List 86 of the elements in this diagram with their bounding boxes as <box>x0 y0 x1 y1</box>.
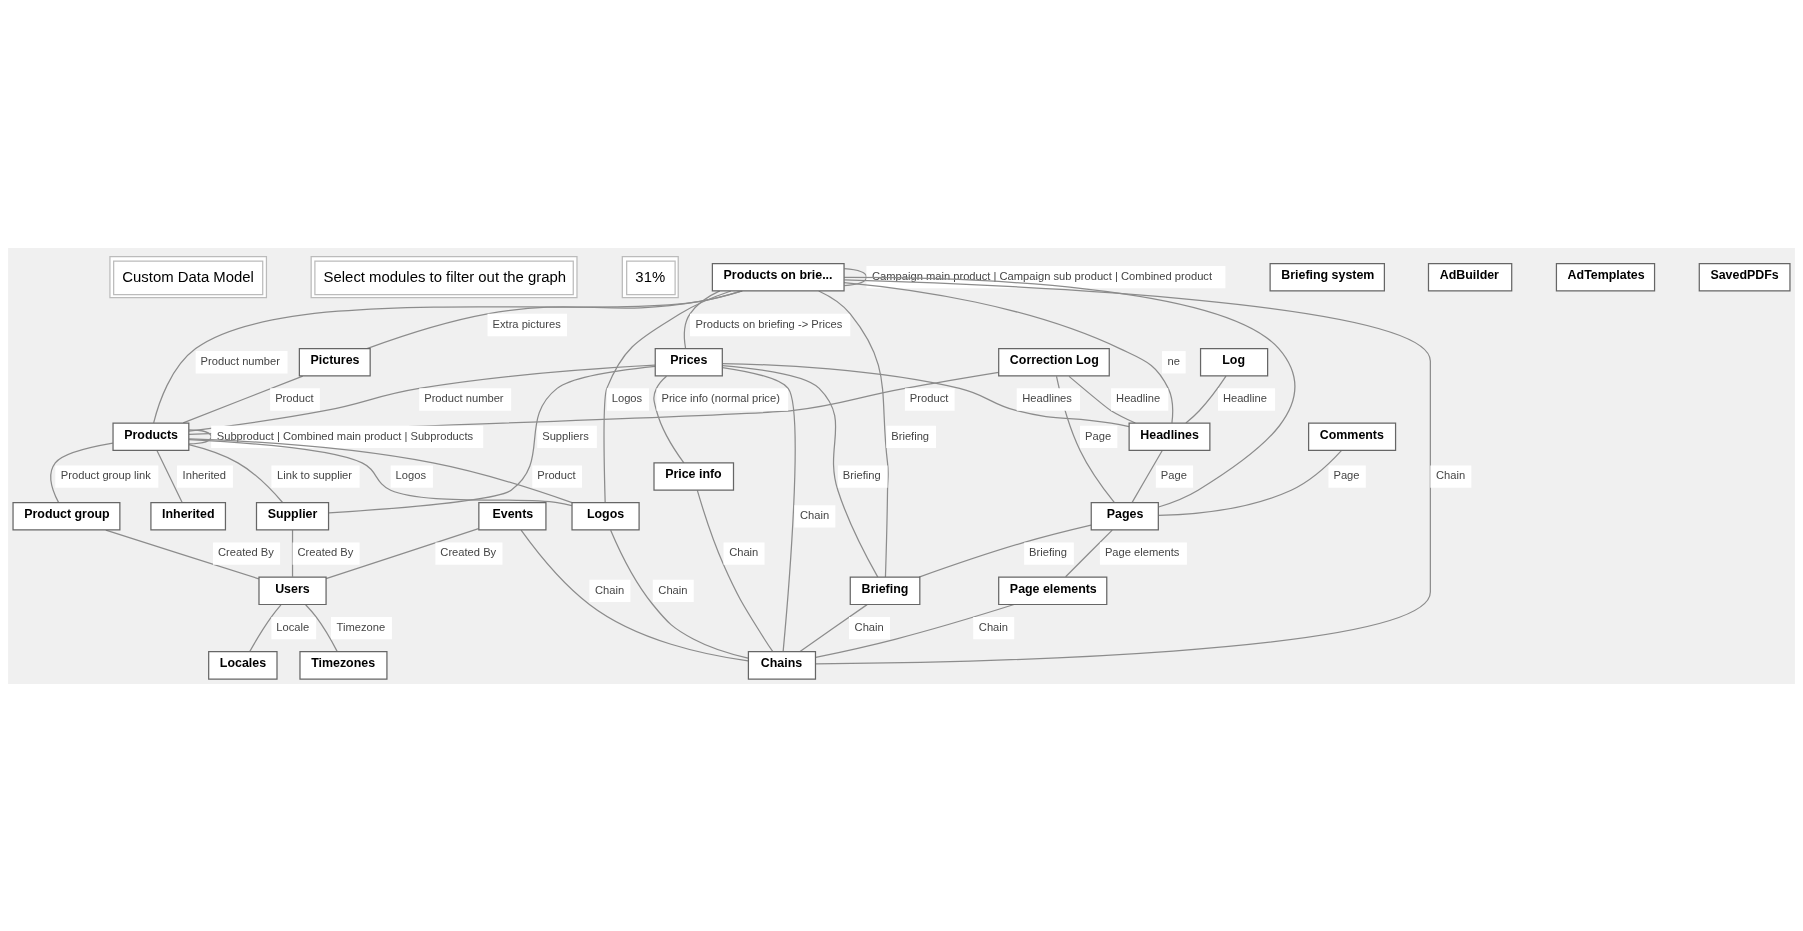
connector <box>291 529 294 577</box>
connector <box>325 527 480 579</box>
node-box: Price info <box>653 461 735 491</box>
connector <box>1065 529 1113 577</box>
node-box: Timezones <box>299 650 388 680</box>
node-box: Chains <box>747 650 817 680</box>
edge-label: Page <box>1333 468 1360 481</box>
edge-label: Created By <box>440 545 497 558</box>
node-box: SavedPDFs <box>1698 262 1791 291</box>
edge-label: Page <box>1085 429 1112 442</box>
edge-label: Chain <box>799 508 830 521</box>
edge-label: Inherited <box>182 468 227 481</box>
edge-label: Logos <box>611 391 643 404</box>
node-box: Products on brie... <box>711 262 845 291</box>
edge-label: Chain <box>658 583 688 596</box>
node-box: Events <box>478 501 547 531</box>
node-box: Users <box>258 576 327 605</box>
edge-label: Chain <box>978 620 1008 633</box>
node-box: Logos <box>571 501 640 531</box>
edge-label: Logos <box>395 468 427 481</box>
edge-label: Price info (normal price) <box>661 391 780 404</box>
edge-label: Chain <box>854 620 884 633</box>
edge-label: Link to supplier <box>277 468 353 481</box>
edge-label: Headline <box>1222 391 1267 404</box>
edge-label: Briefing <box>842 468 881 481</box>
node-box: Page elements <box>998 576 1108 605</box>
connector <box>156 449 183 503</box>
node-box: Comments <box>1308 422 1397 451</box>
edge-label: Chain <box>1435 468 1466 481</box>
node-box: Briefing <box>849 576 921 605</box>
node-box: Prices <box>654 347 723 377</box>
edge-label: Created By <box>297 545 354 558</box>
edge-label: Created By <box>218 545 274 558</box>
edge-label: ne <box>1167 354 1181 367</box>
connector <box>188 443 284 503</box>
connector <box>843 267 868 286</box>
edge-label: Briefing <box>891 429 930 442</box>
connector <box>1131 449 1163 503</box>
node-box: Locales <box>208 650 278 680</box>
label: Select modules to filter out the graph <box>323 268 567 285</box>
edge-label: Chain <box>595 583 625 596</box>
connector <box>188 428 212 444</box>
edge-label: Product <box>275 391 314 404</box>
node-box: Pictures <box>298 347 371 377</box>
connector <box>328 365 656 513</box>
edge-label: Extra pictures <box>492 317 561 330</box>
label: Custom Data Model <box>122 268 254 285</box>
connector <box>843 281 1174 423</box>
edge-label: Page <box>1160 468 1187 481</box>
edge-label: Products on briefing -> Prices <box>695 317 843 330</box>
connector <box>815 278 1431 665</box>
edge-label: Suppliers <box>542 429 589 442</box>
edge-label: Headline <box>1116 391 1161 404</box>
connector <box>188 364 656 432</box>
connector <box>696 489 774 652</box>
edge-label: Subproduct | Combined main product | Subproducts <box>216 429 474 442</box>
edge-label: Locale <box>276 620 310 633</box>
connector <box>653 375 685 463</box>
node-box: Pages <box>1090 501 1159 531</box>
edge-label: Headlines <box>1022 391 1072 404</box>
node-box: Supplier <box>255 501 330 531</box>
connector <box>722 362 1130 427</box>
edge-label: Product number <box>200 354 280 367</box>
node-box: Inherited <box>150 501 227 531</box>
connector <box>610 529 749 659</box>
edge-label: Briefing <box>1029 545 1067 558</box>
edge-label: Chain <box>729 545 759 558</box>
node-box: AdBuilder <box>1427 262 1513 291</box>
connector <box>520 529 749 661</box>
edge-label: Product group link <box>60 468 151 481</box>
connector <box>918 524 1092 578</box>
node-box: AdTemplates <box>1555 262 1656 291</box>
node-box: Log <box>1199 347 1269 377</box>
node-box: Product group <box>12 501 121 531</box>
node-box: Products <box>112 422 190 451</box>
connector <box>50 442 114 503</box>
edge-label: Product number <box>424 391 504 404</box>
edge-label: Timezone <box>336 620 386 633</box>
node-box: Briefing system <box>1269 262 1385 291</box>
node-box: Headlines <box>1128 422 1211 451</box>
edge-label: Page elements <box>1104 545 1180 558</box>
connector <box>843 276 1296 508</box>
edge-label: Product <box>909 391 949 404</box>
label: 31% <box>635 268 666 285</box>
node-box: Correction Log <box>998 347 1110 377</box>
edge-label: Product <box>537 468 576 481</box>
